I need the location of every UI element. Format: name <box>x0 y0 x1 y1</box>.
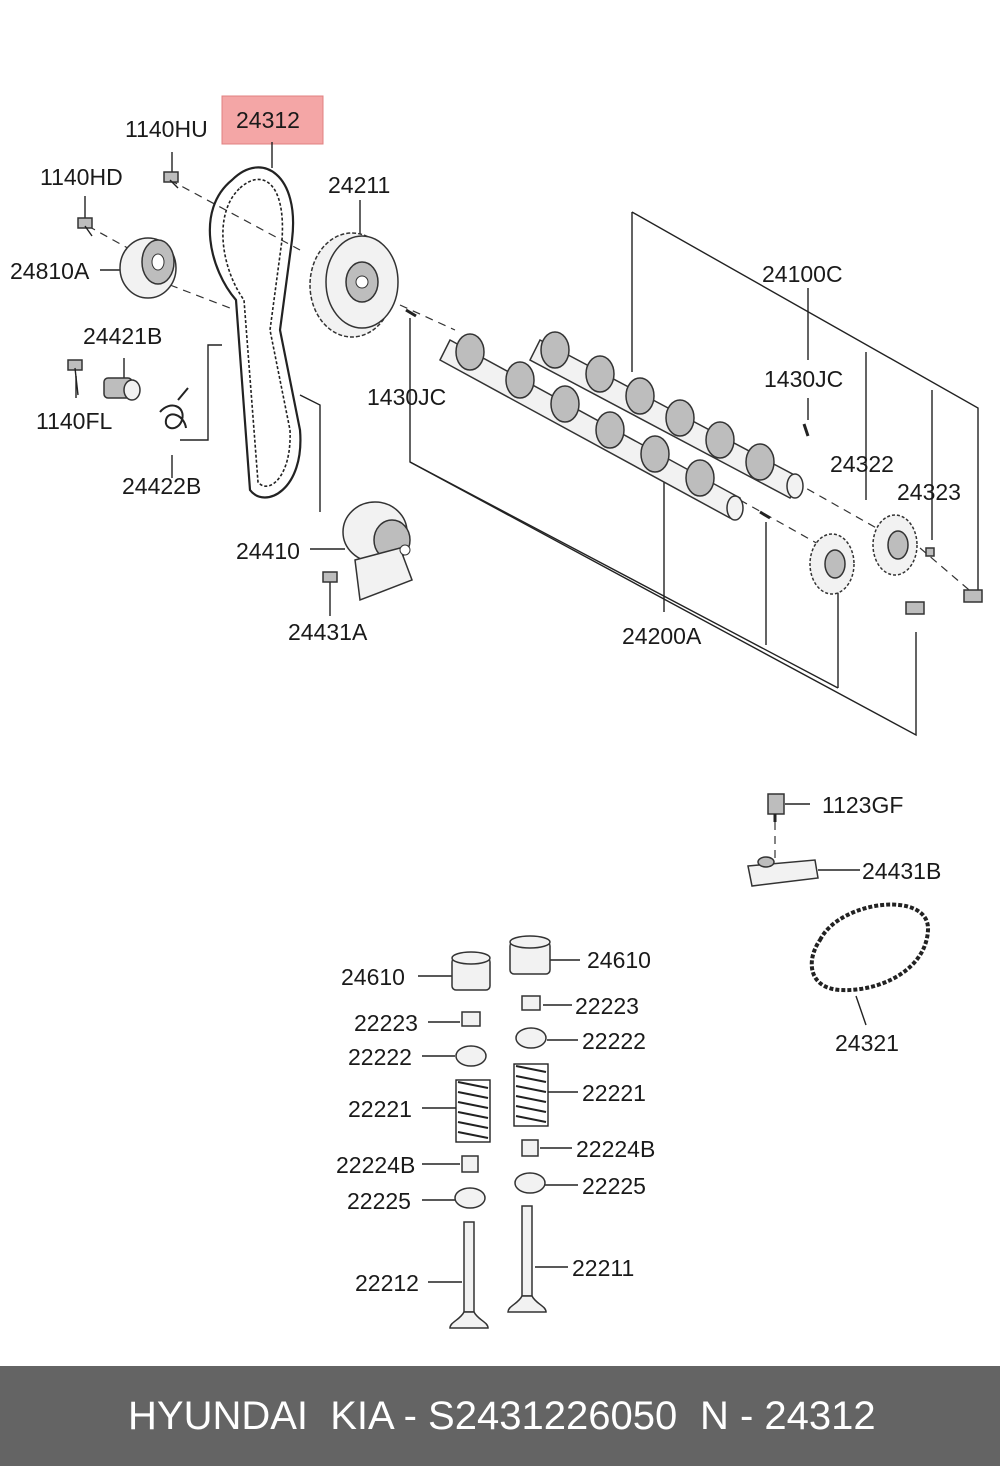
chain-guide <box>747 856 819 887</box>
seat-right <box>514 1172 546 1194</box>
label-22222-right: 22222 <box>582 1028 646 1054</box>
label-1123GF: 1123GF <box>822 792 903 818</box>
camshaft-exhaust <box>439 333 744 521</box>
leader-lines <box>75 142 979 1283</box>
label-1140HU: 1140HU <box>125 116 208 142</box>
tensioner-spring <box>159 387 189 430</box>
sprocket-24322 <box>872 514 918 576</box>
idler-pulley <box>119 237 177 299</box>
highlighted-part-box <box>221 95 324 145</box>
bolt-1140HD <box>77 217 93 237</box>
sprocket-lower <box>809 533 855 595</box>
spring-left <box>455 1079 491 1143</box>
label-24810A: 24810A <box>10 258 90 284</box>
label-1430JC-right: 1430JC <box>764 366 843 392</box>
footer-reference-number: N - 24312 <box>700 1393 876 1438</box>
valve-right <box>507 1205 547 1313</box>
footer-bar: HYUNDAI KIA - S2431226050 N - 24312 <box>0 1366 1000 1466</box>
belt-tensioner <box>322 501 413 602</box>
label-22212: 22212 <box>355 1270 419 1296</box>
bolt-1123GF <box>767 793 785 822</box>
spring-right <box>513 1063 549 1127</box>
label-24431B: 24431B <box>862 858 941 884</box>
label-22225-right: 22225 <box>582 1173 646 1199</box>
dowel-pin-lower <box>759 510 771 520</box>
label-22225-left: 22225 <box>347 1188 411 1214</box>
valve-left <box>449 1221 489 1329</box>
label-22224B-left: 22224B <box>336 1152 415 1178</box>
label-24100C: 24100C <box>762 261 843 287</box>
retainer-left <box>455 1045 487 1067</box>
keeper-left <box>461 1011 481 1027</box>
label-24431A: 24431A <box>288 619 368 645</box>
label-24610-right: 24610 <box>587 947 651 973</box>
bolt-1140FL <box>67 359 83 396</box>
label-22224B-right: 22224B <box>576 1136 655 1162</box>
parts-diagram: 24312 1140HU 1140HD 24211 24810A 24100C … <box>10 95 983 1329</box>
label-22211: 22211 <box>572 1255 634 1281</box>
key-24323 <box>925 547 935 557</box>
cam-sprocket <box>309 232 399 338</box>
bolt-1140HU <box>163 171 179 189</box>
label-22223-right: 22223 <box>575 993 639 1019</box>
sprocket-bolt <box>905 589 983 615</box>
label-1430JC-left: 1430JC <box>367 384 446 410</box>
label-22221-right: 22221 <box>582 1080 646 1106</box>
tensioner-pin <box>103 377 141 401</box>
label-1140HD: 1140HD <box>40 164 123 190</box>
label-22221-left: 22221 <box>348 1096 412 1122</box>
label-22222-left: 22222 <box>348 1044 412 1070</box>
label-24322: 24322 <box>830 451 894 477</box>
label-24422B: 24422B <box>122 473 201 499</box>
retainer-right <box>515 1027 547 1049</box>
lifter-left <box>451 951 491 991</box>
label-1140FL: 1140FL <box>36 408 113 434</box>
label-24410: 24410 <box>236 538 300 564</box>
label-24321: 24321 <box>835 1030 899 1056</box>
timing-belt <box>208 166 302 499</box>
label-24421B: 24421B <box>83 323 162 349</box>
label-22223-left: 22223 <box>354 1010 418 1036</box>
label-24200A: 24200A <box>622 623 702 649</box>
label-24312: 24312 <box>236 107 300 133</box>
seat-left <box>454 1187 486 1209</box>
label-24610-left: 24610 <box>341 964 405 990</box>
dowel-pin-left <box>405 308 417 318</box>
seal-left <box>461 1155 479 1173</box>
footer-brand-part-number: HYUNDAI KIA - S2431226050 <box>128 1393 678 1438</box>
keeper-right <box>521 995 541 1011</box>
label-24211: 24211 <box>328 172 390 198</box>
lifter-right <box>509 935 551 975</box>
label-24323: 24323 <box>897 479 961 505</box>
camshaft-intake <box>529 331 804 500</box>
dowel-pin-right <box>802 423 810 437</box>
seal-right <box>521 1139 539 1157</box>
timing-chain <box>809 902 931 993</box>
